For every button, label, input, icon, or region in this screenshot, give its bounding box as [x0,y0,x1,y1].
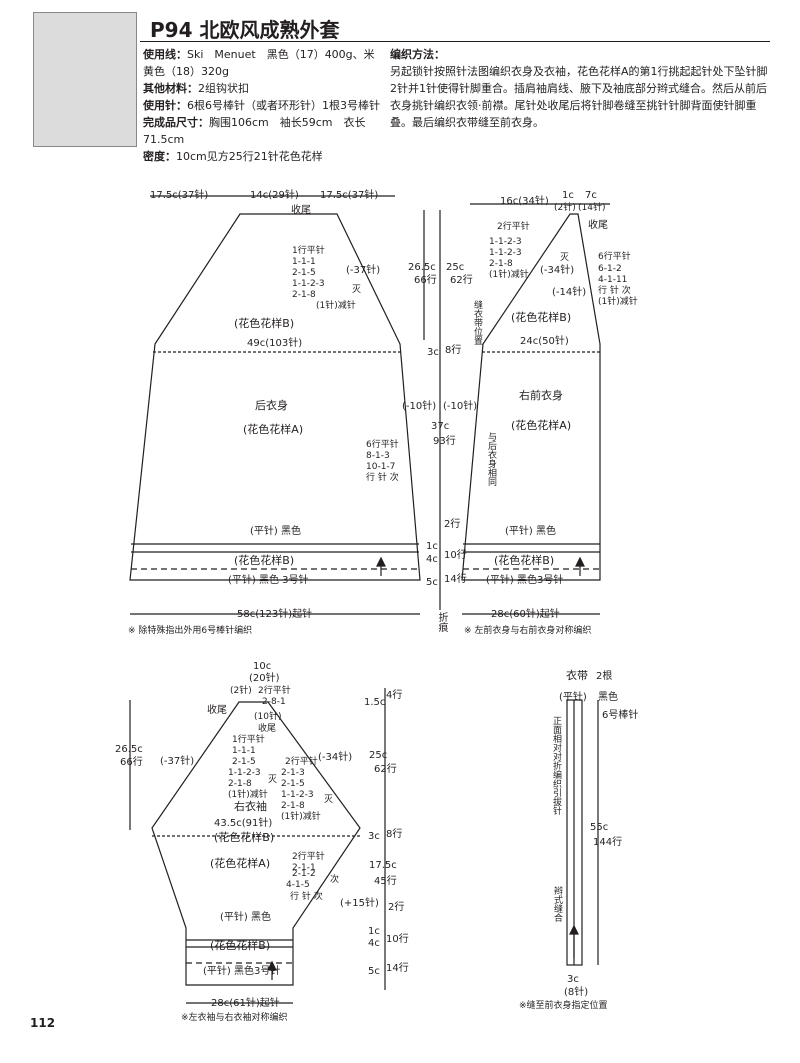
materials-info: 使用线：Ski Menuet 黑色（17）400g、米黄色（18）320g 其他… [143,48,380,163]
knitting-method: 编织方法： 另起锁针按照针法图编织衣身及衣袖，花色花样A的第1行挑起起针处下坠针… [390,48,768,129]
back-body-name: 后衣身 [255,399,288,412]
belt-sew-position: 缝衣带位置 [472,300,482,345]
back-body-outline [129,213,421,581]
back-plain-black-3: (平针) 黑色 3号针 [228,575,309,586]
back-note: ※ 除特殊指出外用6号棒针编织 [128,626,253,636]
back-top-right-width: 17.5c(37针) [320,190,379,201]
front-body-outline [461,213,601,581]
back-bind-off: 收尾 [291,205,311,216]
back-top-left-width: 17.5c(37针) [150,190,209,201]
back-raglan-total: (-37针) [346,265,381,276]
back-pattern-b: (花色花样B) [234,317,295,330]
back-top-mid-width: 14c(29针) [250,190,299,201]
sleeve-outline [151,701,361,986]
front-body-name: 右前衣身 [519,389,563,402]
back-plain-black: (平针) 黑色 [250,526,301,537]
page-title: P94 北欧风成熟外套 [150,18,340,42]
back-width-49: 49c(103针) [247,338,303,349]
title-rule [140,41,770,42]
back-band-b: (花色花样B) [234,554,295,567]
belt-title: 衣带 [566,669,588,682]
back-pattern-a: (花色花样A) [243,423,304,436]
back-cast-on: 58c(123针)起针 [237,609,313,620]
sleeve-name: 右衣袖 [234,800,267,813]
garment-photo [33,12,137,147]
same-as-back-note: 与后衣身相同 [486,432,496,486]
fold-line-label: 折痕 [436,612,447,632]
page-number: 112 [30,1016,56,1030]
